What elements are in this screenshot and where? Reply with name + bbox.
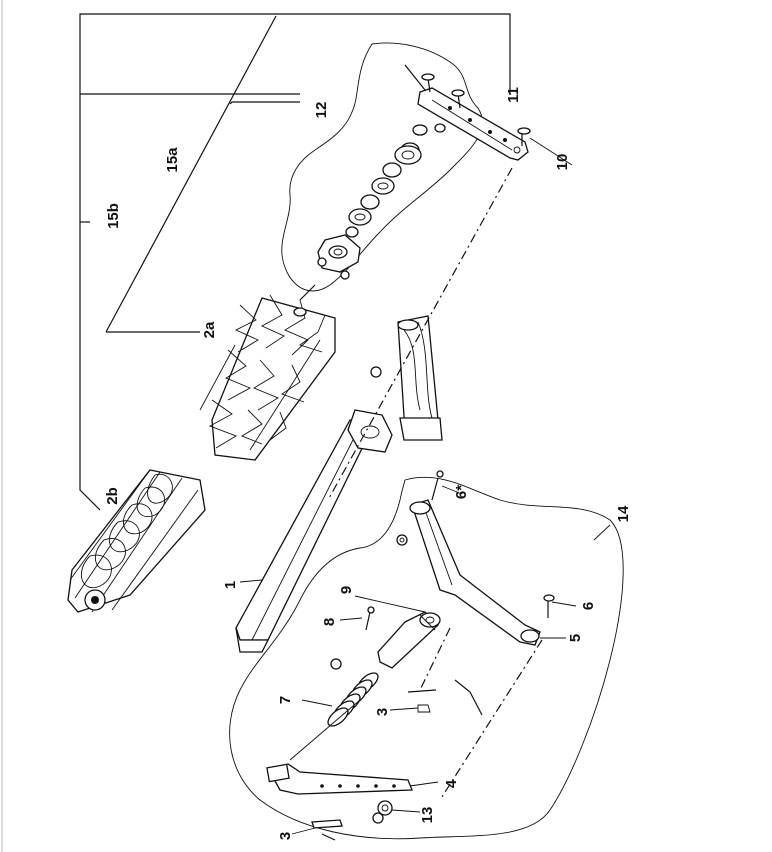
bent-arm-5 [409,499,555,646]
label-13: 13 [419,807,436,824]
enclosure-14 [229,476,624,840]
label-9: 9 [338,586,355,594]
label-3b: 3 [277,832,294,840]
leader-lines [239,137,611,835]
bracket-plate-11 [404,64,531,161]
main-frame-1 [235,409,393,653]
center-arm-bracket [370,315,443,441]
label-6: 6 [580,602,597,610]
cage-roller-2b [67,469,206,613]
bearing-stack-12 [317,123,446,280]
assembly-axes [289,167,543,801]
label-8: 8 [321,618,338,626]
label-2a: 2a [201,321,218,338]
label-10: 10 [554,154,571,171]
assembly-brackets [79,13,511,511]
spring-7 [327,672,379,727]
nut-washer-13 [372,800,393,824]
label-1: 1 [222,581,239,589]
label-4: 4 [443,779,460,788]
cotter-pin-3a [407,689,437,713]
label-2b: 2b [104,487,121,505]
label-11: 11 [505,87,522,103]
label-14: 14 [615,505,632,522]
enclosure-12 [281,42,483,292]
spiked-roller-2a [199,284,336,461]
small-nut [396,534,408,546]
label-15a: 15a [164,147,181,173]
label-7: 7 [277,696,294,704]
bolt-6-star [431,470,444,501]
label-3a: 3 [374,708,391,716]
label-6-star: 6* [453,485,470,499]
bolt-8 [330,606,375,670]
cotter-pin-3b [311,819,343,841]
label-5: 5 [567,634,584,642]
link-bar-4 [266,763,413,795]
sleeve-9 [377,611,441,669]
label-15b: 15b [105,203,122,229]
label-12: 12 [313,102,330,119]
part-labels: 12 11 10 15a 15b 2a 2b 6* 14 1 9 8 6 5 7… [104,87,632,840]
